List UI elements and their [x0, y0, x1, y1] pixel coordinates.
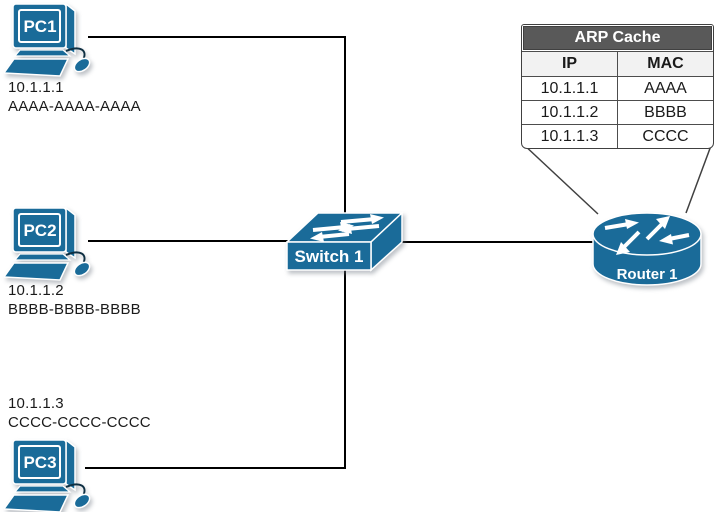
switch1-icon: Switch 1 [285, 211, 404, 272]
pc1-icon: PC1 [4, 3, 94, 77]
arp-col-mac: MAC [617, 52, 713, 76]
table-row: 10.1.1.3 CCCC [522, 124, 713, 148]
callout-tail-right [685, 142, 713, 214]
arp-row2-ip: 10.1.1.2 [540, 103, 599, 121]
arp-cache-callout: ARP Cache IP MAC 10.1.1.1 AAAA 10.1.1.2 … [521, 24, 714, 149]
arp-row3-mac: CCCC [617, 125, 713, 148]
arp-row1-mac: AAAA [617, 77, 713, 100]
pc3-label: PC3 [23, 453, 56, 472]
pc1-mac-address: AAAA-AAAA-AAAA [8, 98, 141, 115]
arp-cache-header-row: IP MAC [522, 51, 713, 76]
pc3-ip-address: 10.1.1.3 [8, 395, 64, 412]
arp-col-ip: IP [561, 55, 578, 72]
pc2-ip-address: 10.1.1.2 [8, 282, 64, 299]
pc3-icon: PC3 [4, 439, 94, 512]
router1-icon: Router 1 [592, 212, 702, 286]
arp-row3-ip: 10.1.1.3 [540, 127, 599, 145]
switch-front-face [286, 241, 372, 271]
pc2-label: PC2 [23, 221, 56, 240]
switch1-label: Switch 1 [295, 247, 364, 266]
pc2-mac-address: BBBB-BBBB-BBBB [8, 301, 141, 318]
pc2-icon: PC2 [4, 207, 94, 281]
arp-row1-ip: 10.1.1.1 [540, 79, 599, 97]
pc1-label: PC1 [23, 17, 56, 36]
pc1-ip-address: 10.1.1.1 [8, 79, 64, 96]
switch-arrows-icon [310, 214, 384, 242]
table-row: 10.1.1.2 BBBB [522, 100, 713, 124]
router-arrows-icon [604, 216, 690, 255]
arp-cache-title: ARP Cache [523, 26, 712, 50]
table-row: 10.1.1.1 AAAA [522, 76, 713, 100]
router1-label: Router 1 [617, 266, 678, 283]
arp-row2-mac: BBBB [617, 101, 713, 124]
pc3-mac-address: CCCC-CCCC-CCCC [8, 414, 151, 431]
callout-tail-left [521, 142, 599, 215]
